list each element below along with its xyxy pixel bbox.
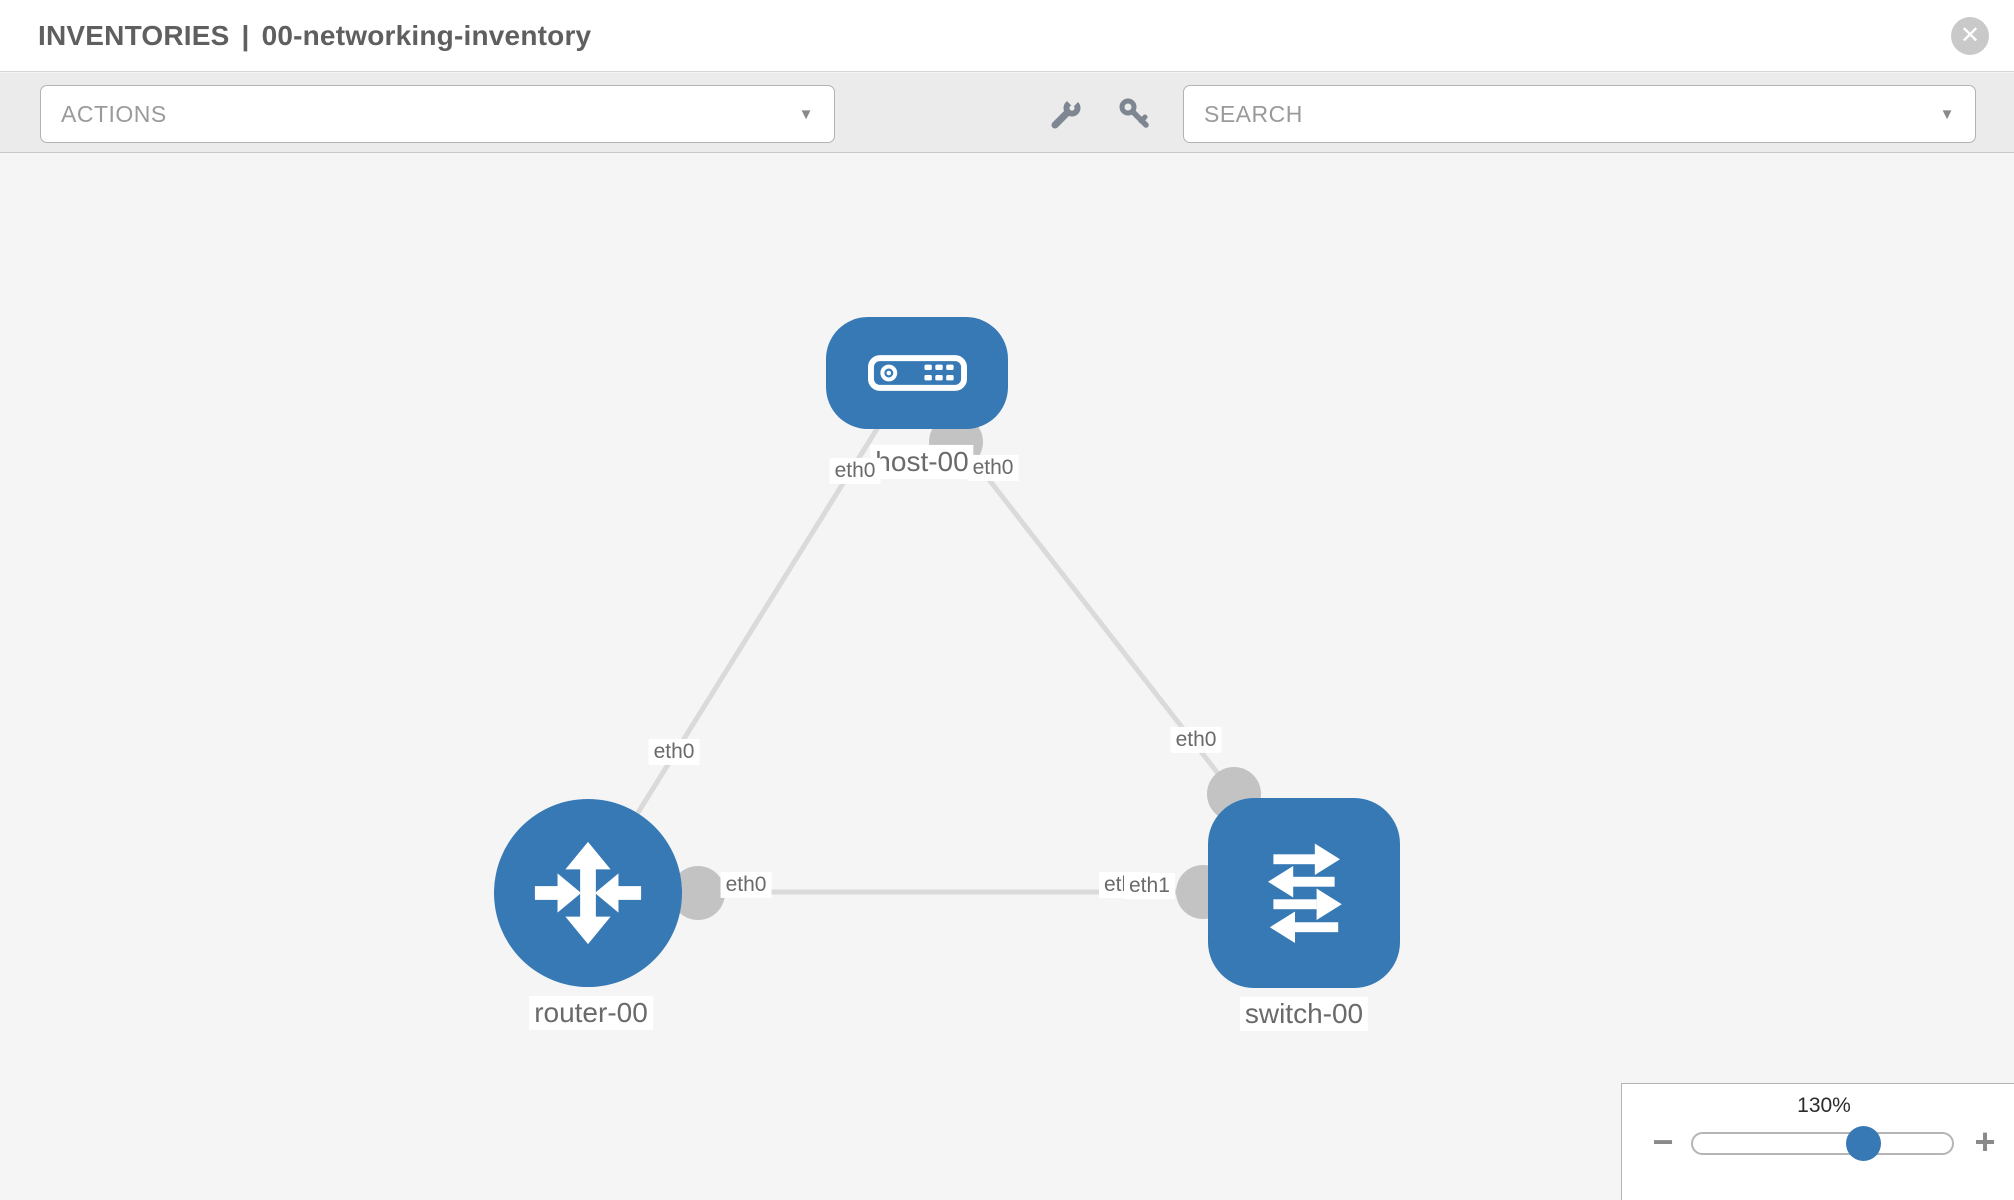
- if-label-host-eth0-to-router: eth0: [829, 457, 881, 485]
- node-router-00[interactable]: [494, 799, 682, 987]
- zoom-level-value: 130%: [1797, 1094, 1851, 1117]
- key-icon: [1119, 98, 1149, 128]
- inventory-name: 00-networking-inventory: [261, 20, 592, 51]
- chevron-down-icon: ▼: [798, 105, 814, 123]
- toolbar: ACTIONS ▼ SEARCH ▼: [0, 73, 2014, 153]
- if-label-switch-eth0-to-host: eth0: [1170, 726, 1222, 754]
- actions-dropdown[interactable]: ACTIONS ▼: [40, 85, 835, 143]
- credentials-button[interactable]: [1109, 85, 1161, 143]
- wrench-icon: [1051, 97, 1081, 129]
- actions-dropdown-label: ACTIONS: [61, 100, 167, 127]
- topology-links-layer: [585, 414, 1261, 920]
- router-icon: [534, 841, 642, 945]
- switch-icon: [1268, 843, 1342, 943]
- header-bar: INVENTORIES | 00-networking-inventory ✕: [0, 0, 2014, 72]
- port-router-eth0[interactable]: [671, 866, 725, 920]
- zoom-in-button[interactable]: +: [1974, 1121, 1996, 1162]
- node-label-router: router-00: [529, 995, 653, 1031]
- topology-canvas[interactable]: host-00 router-00 switch-00 eth0 eth0 et…: [0, 154, 2014, 1200]
- tools-button[interactable]: [1040, 85, 1092, 143]
- if-label-router-eth0-to-host: eth0: [648, 738, 700, 766]
- zoom-panel: 130% − +: [1621, 1083, 2014, 1200]
- zoom-slider-handle[interactable]: [1846, 1126, 1881, 1161]
- node-switch-00[interactable]: [1208, 798, 1400, 988]
- breadcrumb-section: INVENTORIES: [38, 20, 230, 51]
- zoom-slider-track[interactable]: [1691, 1132, 1954, 1155]
- chevron-down-icon: ▼: [1939, 105, 1955, 123]
- node-host-00[interactable]: [826, 317, 1008, 429]
- if-label-router-eth0-to-switch: eth0: [720, 871, 772, 899]
- breadcrumb-separator: |: [241, 20, 250, 51]
- zoom-out-button[interactable]: −: [1652, 1121, 1674, 1162]
- breadcrumb: INVENTORIES | 00-networking-inventory: [38, 0, 591, 72]
- if-label-switch-eth1: eth1: [1124, 873, 1175, 900]
- if-label-host-eth0-to-switch: eth0: [967, 454, 1019, 482]
- close-icon[interactable]: ✕: [1951, 17, 1989, 55]
- node-label-host: host-00: [870, 444, 974, 480]
- search-dropdown[interactable]: SEARCH ▼: [1183, 85, 1976, 143]
- search-dropdown-label: SEARCH: [1204, 100, 1303, 127]
- host-icon: [867, 355, 967, 391]
- node-label-switch: switch-00: [1239, 996, 1369, 1032]
